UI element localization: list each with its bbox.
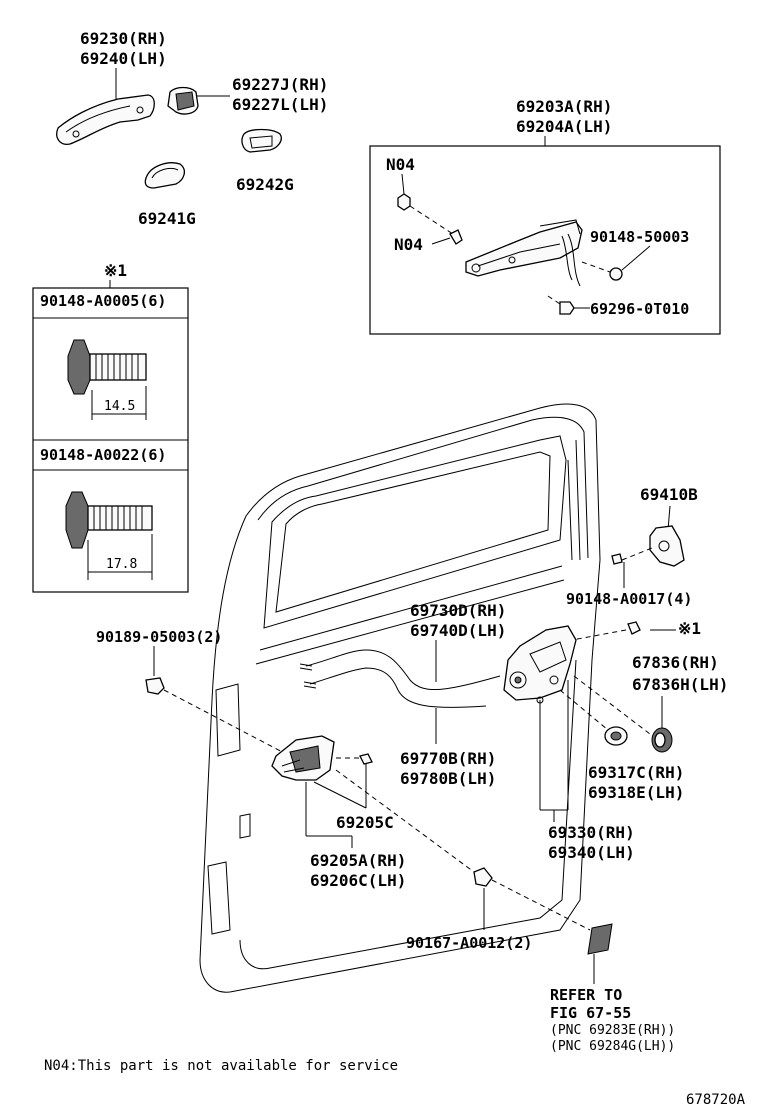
label-n04-b: N04 [394, 235, 423, 254]
screw-ref-1[interactable] [627, 621, 641, 635]
label-69410b: 69410B [640, 485, 698, 504]
handle-cover[interactable] [167, 86, 199, 115]
label-69296-0t010: 69296-0T010 [590, 300, 689, 318]
screw-50003[interactable] [609, 267, 623, 281]
footnote-n04: N04:This part is not available for servi… [44, 1058, 398, 1074]
trim-cover-refer[interactable] [587, 923, 613, 955]
handle-frame[interactable] [465, 219, 583, 287]
label-90148-a0022: 90148-A0022(6) [40, 446, 166, 464]
label-pnc-rh: (PNC 69283E(RH)) [550, 1023, 675, 1038]
frame-detail-box [369, 145, 721, 335]
label-refer-to: REFER TO [550, 986, 622, 1004]
n04-clip-b[interactable] [449, 229, 463, 245]
inside-handle-69205a[interactable] [271, 735, 335, 781]
seal-69317c[interactable] [604, 726, 628, 746]
label-69205c: 69205C [336, 813, 394, 832]
figure-code: 678720A [686, 1092, 746, 1108]
striker-69410b[interactable] [649, 525, 685, 567]
screw-a0005[interactable] [67, 339, 147, 395]
label-69203a-rh: 69203A(RH) [516, 97, 612, 116]
door-lock-69330[interactable] [503, 625, 577, 704]
cable-69770b[interactable] [303, 667, 487, 708]
label-90148-a0017: 90148-A0017(4) [566, 590, 692, 608]
outside-handle[interactable] [56, 94, 155, 145]
label-69740d-lh: 69740D(LH) [410, 621, 506, 640]
label-90148-50003: 90148-50003 [590, 228, 689, 246]
screw-69205c[interactable] [359, 753, 373, 765]
label-pnc-lh: (PNC 69284G(LH)) [550, 1039, 675, 1054]
bolt-0t010[interactable] [559, 301, 575, 315]
label-69317c-rh: 69317C(RH) [588, 763, 684, 782]
bolt-a0012[interactable] [473, 867, 493, 887]
label-69205a-rh: 69205A(RH) [310, 851, 406, 870]
screw-a0022[interactable] [65, 491, 153, 549]
label-69206c-lh: 69206C(LH) [310, 871, 406, 890]
label-fig-67-55: FIG 67-55 [550, 1004, 631, 1022]
label-69240-lh: 69240(LH) [80, 49, 167, 68]
clip-05003[interactable] [145, 677, 165, 695]
label-69770b-rh: 69770B(RH) [400, 749, 496, 768]
label-69330-rh: 69330(RH) [548, 823, 635, 842]
ref-mark-1: ※1 [104, 261, 127, 280]
label-n04-a: N04 [386, 155, 415, 174]
dim-14-5: 14.5 [104, 399, 135, 414]
label-90167-a0012: 90167-A0012(2) [406, 934, 532, 952]
label-69227j-rh: 69227J(RH) [232, 75, 328, 94]
label-69318e-lh: 69318E(LH) [588, 783, 684, 802]
label-90189-05003: 90189-05003(2) [96, 628, 222, 646]
label-69241g: 69241G [138, 209, 196, 228]
label-69230-rh: 69230(RH) [80, 29, 167, 48]
label-69730d-rh: 69730D(RH) [410, 601, 506, 620]
label-67836h-lh: 67836H(LH) [632, 675, 728, 694]
pad-69242g[interactable] [241, 128, 282, 153]
label-69340-lh: 69340(LH) [548, 843, 635, 862]
label-69242g: 69242G [236, 175, 294, 194]
bumper-67836[interactable] [651, 727, 673, 753]
door-panel [199, 403, 601, 993]
ref-mark-2: ※1 [678, 619, 701, 638]
pad-69241g[interactable] [144, 162, 186, 189]
label-69780b-lh: 69780B(LH) [400, 769, 496, 788]
n04-clip-a[interactable] [397, 193, 411, 211]
label-69227l-lh: 69227L(LH) [232, 95, 328, 114]
cable-69730d[interactable] [299, 649, 501, 691]
label-69204a-lh: 69204A(LH) [516, 117, 612, 136]
screw-a0017[interactable] [611, 553, 623, 565]
dim-17-8: 17.8 [106, 557, 137, 572]
label-90148-a0005: 90148-A0005(6) [40, 292, 166, 310]
label-67836-rh: 67836(RH) [632, 653, 719, 672]
